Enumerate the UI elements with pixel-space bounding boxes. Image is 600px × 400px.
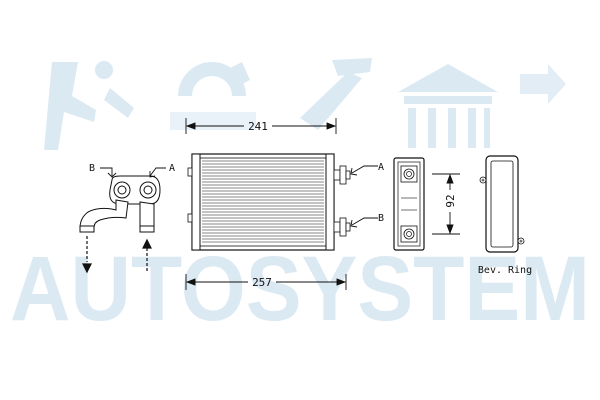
callout-right (350, 165, 378, 228)
watermark-logo (44, 58, 566, 150)
bev-ring-label: Bev. Ring (478, 265, 532, 276)
flow-arrows (82, 236, 152, 274)
side-view (393, 157, 425, 251)
dimension-top-label: 241 (248, 120, 268, 133)
dimension-bottom-label: 257 (252, 276, 272, 289)
dimension-bottom (185, 274, 347, 290)
callout-a-right: A (378, 162, 384, 173)
watermark-text: AUTOSYSTEM (10, 238, 590, 340)
bev-ring (479, 155, 525, 253)
callout-b-left: B (89, 163, 95, 174)
heater-core (187, 153, 351, 251)
callout-a-left: A (169, 163, 175, 174)
pipe-fitting (79, 175, 161, 233)
dimension-height-label: 92 (444, 194, 457, 207)
callout-b-right: B (378, 213, 384, 224)
down-arrow-icon (82, 263, 92, 274)
up-arrow-icon (142, 238, 152, 249)
callout-left (100, 167, 166, 178)
dimension-height (432, 173, 460, 235)
dimension-top (185, 118, 337, 134)
